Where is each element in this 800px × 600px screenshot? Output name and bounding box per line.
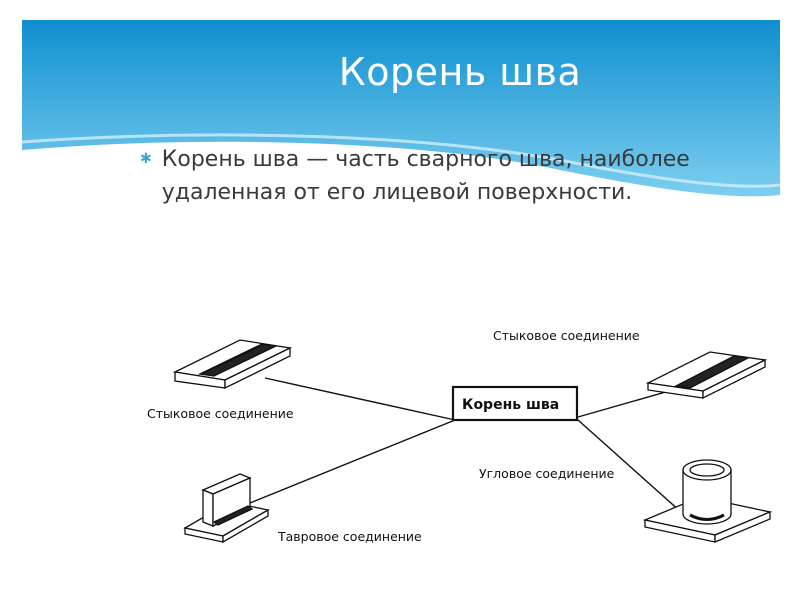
label-butt-joint-right: Стыковое соединение: [493, 328, 640, 343]
bullet-text: Корень шва — часть сварного шва, наиболе…: [161, 147, 690, 205]
tee-joint-icon: [183, 473, 270, 544]
asterisk-bullet-icon: ✱: [140, 151, 152, 167]
center-box-label: Корень шва: [462, 397, 559, 413]
corner-joint-icon: [642, 459, 773, 543]
header-wave: [22, 141, 780, 230]
label-butt-joint-left: Стыковое соединение: [147, 406, 294, 421]
line-corner: [577, 419, 691, 521]
header-wave-line: [21, 133, 781, 188]
center-box: Корень шва: [451, 385, 579, 422]
butt-joint-left-icon: [172, 339, 293, 390]
line-butt-left: [264, 377, 456, 421]
slide-title: Корень шва: [338, 50, 582, 94]
bullet-item: ✱ Корень шва — часть сварного шва, наибо…: [140, 143, 790, 209]
label-tee-joint: Тавровое соединение: [277, 529, 422, 544]
line-tee: [244, 419, 456, 506]
label-corner-joint: Угловое соединение: [479, 466, 615, 481]
butt-joint-right-icon: [645, 351, 768, 400]
